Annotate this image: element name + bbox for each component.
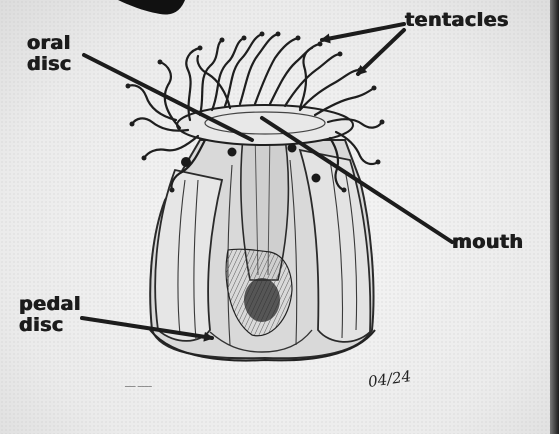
label-oral-disc: oral disc (27, 33, 72, 75)
tentacles-pointer-2 (358, 30, 404, 74)
label-mouth: mouth (452, 232, 524, 253)
tentacles-pointer-1 (322, 24, 404, 40)
scan-edge-strip (550, 0, 559, 434)
oral-disc (177, 105, 353, 145)
dark-blob-top (118, 0, 185, 14)
label-tentacles: tentacles (405, 10, 509, 31)
illustration-caption: ___ ____ (125, 379, 152, 387)
label-pedal-disc: pedal disc (19, 294, 81, 336)
